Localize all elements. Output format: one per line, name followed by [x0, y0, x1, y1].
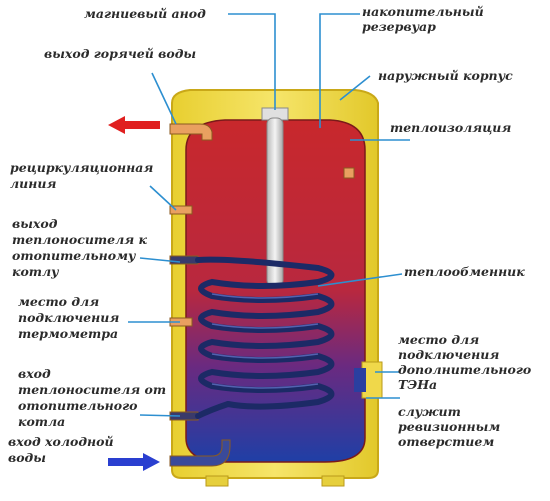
label-tank: накопительный резервуар	[362, 4, 488, 34]
leader-lines	[128, 13, 410, 417]
leader-hot-out	[151, 72, 177, 125]
label-coolant-out: выход теплоносителя к отопительному котл…	[12, 216, 151, 279]
label-insulation: теплоизоляция	[390, 120, 511, 135]
leader-tank	[319, 13, 360, 128]
leader-anode	[228, 13, 276, 110]
label-cold-in: вход холодной воды	[8, 434, 118, 465]
coil-out-pipe	[169, 255, 199, 265]
recirc-pipe	[169, 205, 193, 215]
label-hot-out: выход горячей воды	[44, 46, 196, 61]
leader-recirc	[149, 185, 177, 211]
hot-water-pipe	[169, 123, 213, 141]
label-heater: место для подключения дополнительного ТЭ…	[398, 332, 536, 392]
cold-water-arrow	[108, 453, 160, 471]
label-thermo: место для подключения термометра	[18, 294, 124, 341]
hot-water-arrow	[108, 116, 160, 134]
pipe-stubs	[169, 123, 355, 467]
label-service: служит ревизионным отверстием	[398, 404, 505, 449]
heat-exchanger-coil	[195, 256, 335, 419]
leader-coolant-out	[139, 257, 181, 263]
leader-coolant-in	[139, 414, 181, 417]
label-coolant-in: вход теплоносителя от отопительного котл…	[18, 366, 170, 429]
label-outer: наружный корпус	[378, 68, 513, 83]
thermo-inner-stub	[343, 167, 355, 179]
label-anode: магниевый анод	[84, 6, 206, 21]
label-exchanger: теплообменник	[404, 264, 525, 279]
leader-outer	[339, 75, 371, 101]
label-recirc: рециркуляционная линия	[10, 160, 158, 191]
heat-exchanger-highlight	[211, 293, 319, 389]
leader-exchanger	[317, 273, 403, 287]
right-foot	[321, 475, 345, 487]
left-foot	[205, 475, 229, 487]
heater-port-inner	[354, 368, 366, 392]
cold-water-pipe	[169, 439, 231, 467]
